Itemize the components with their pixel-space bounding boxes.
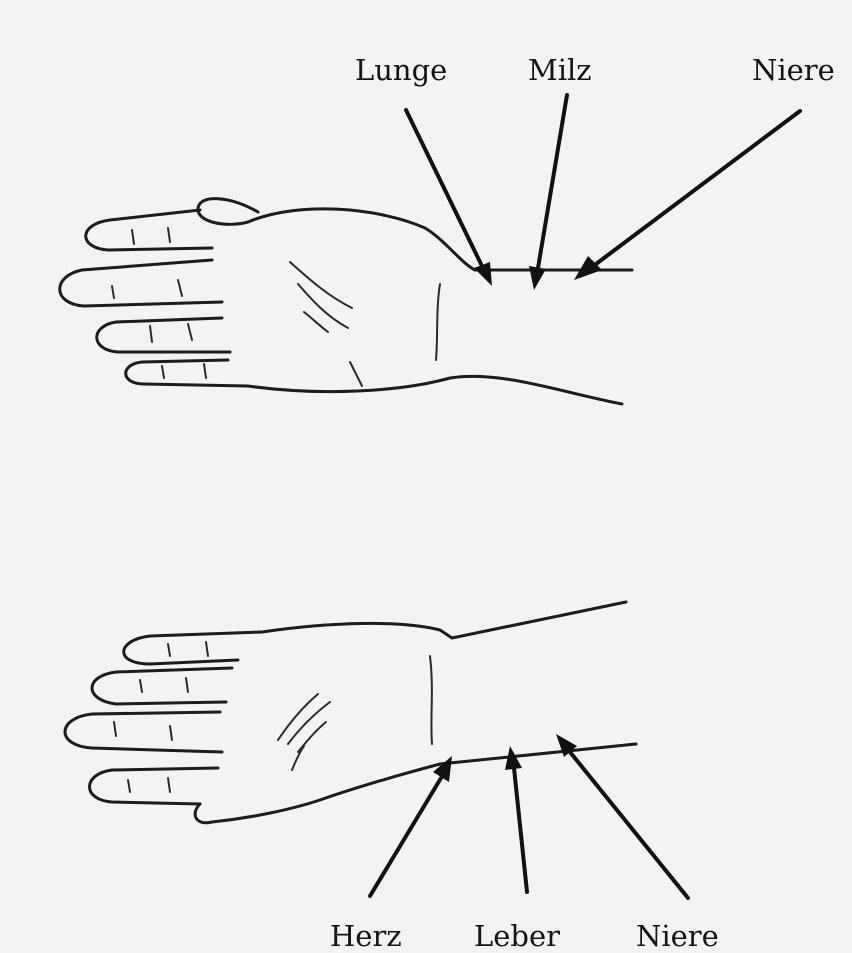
bottom-finger-4 — [90, 768, 219, 804]
bottom-hand-palm-lines — [278, 694, 330, 770]
bottom-finger-2 — [92, 668, 232, 704]
top-finger-1 — [86, 210, 212, 250]
arrowhead-milz — [529, 266, 546, 290]
label-lunge: Lunge — [355, 53, 447, 87]
label-milz: Milz — [528, 53, 592, 87]
top-finger-4 — [126, 360, 248, 386]
arrowhead-niere-top — [574, 256, 602, 280]
top-hand-lower-contour — [248, 376, 622, 404]
bottom-finger-3 — [65, 712, 222, 752]
top-hand-upper-contour — [198, 199, 632, 270]
bottom-hand-upper-contour — [262, 602, 626, 638]
top-hand-creases — [290, 262, 362, 386]
pointer-milz — [538, 95, 567, 268]
top-finger-2 — [60, 260, 222, 306]
top-hand-wrist-crease — [436, 284, 440, 360]
label-leber: Leber — [474, 919, 560, 953]
pointer-niere-top — [596, 111, 800, 264]
bottom-finger-1 — [124, 632, 262, 664]
top-hand-pointers — [406, 95, 800, 290]
bottom-hand-pointers — [370, 734, 688, 898]
label-niere-bottom: Niere — [636, 919, 719, 953]
bottom-hand-drawing — [65, 602, 636, 823]
arrowhead-lunge — [474, 262, 492, 286]
top-finger-3 — [97, 318, 230, 352]
label-herz: Herz — [330, 919, 402, 953]
pointer-herz — [370, 778, 441, 896]
label-niere-top: Niere — [752, 53, 835, 87]
arrowhead-niere-bottom — [556, 734, 577, 757]
pointer-niere-bottom — [570, 752, 688, 898]
arrowhead-leber — [505, 746, 522, 770]
pointer-leber — [514, 768, 527, 892]
bottom-hand-wrist-crease — [430, 656, 432, 744]
bottom-hand-lower-contour — [195, 744, 636, 823]
